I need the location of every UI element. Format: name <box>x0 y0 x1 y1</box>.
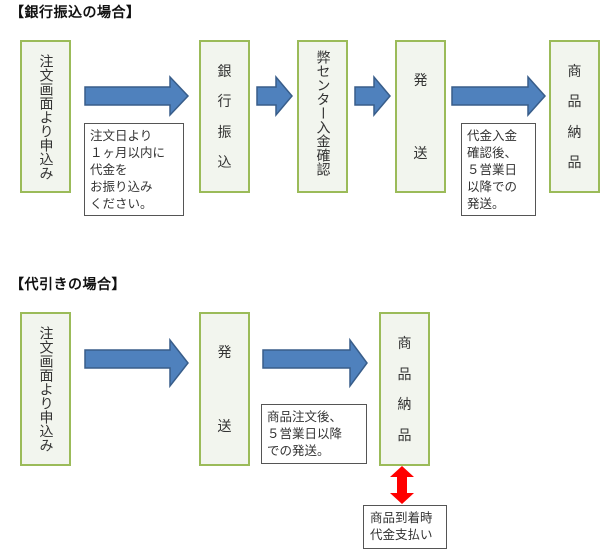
note-payment-deadline: 注文日より １ヶ月以内に 代金を お振り込み ください。 <box>84 123 184 216</box>
step-char: 振 <box>217 124 232 141</box>
note-shipping-after-order: 商品注文後、 ５営業日以降 での発送。 <box>261 404 367 464</box>
note-shipping-after-payment: 代金入金 確認後、 ５営業日 以降での 発送。 <box>461 123 536 216</box>
step-shipping: 発 送 <box>199 312 250 466</box>
section-title-cash-on-delivery: 【代引きの場合】 <box>10 277 126 293</box>
step-order-application: 注文画面より申込み <box>20 312 71 466</box>
arrow-right-icon <box>256 74 293 118</box>
step-char: 商 <box>567 64 582 81</box>
step-char: 発 <box>217 345 232 361</box>
step-delivery: 商 品 納 品 <box>379 312 430 466</box>
section-title-bank-transfer: 【銀行振込の場合】 <box>10 5 141 21</box>
step-delivery: 商 品 納 品 <box>549 40 600 193</box>
step-label: 弊センター入金確認 <box>314 50 331 176</box>
arrow-right-icon <box>262 337 368 389</box>
arrow-right-icon <box>84 75 190 117</box>
arrow-right-icon <box>354 74 391 118</box>
double-arrow-icon <box>390 466 414 504</box>
step-char: 商 <box>397 336 412 353</box>
arrow-right-icon <box>84 337 189 389</box>
step-char: 発 <box>413 73 428 89</box>
step-char: 納 <box>567 124 582 141</box>
step-char: 込 <box>217 154 232 171</box>
step-char: 納 <box>397 397 412 414</box>
step-shipping: 発 送 <box>395 40 446 193</box>
step-char: 送 <box>217 419 232 435</box>
step-label: 注文画面より申込み <box>37 53 54 180</box>
step-char: 品 <box>567 154 582 171</box>
step-char: 行 <box>217 94 232 111</box>
step-char: 送 <box>413 146 428 162</box>
step-bank-transfer: 銀 行 振 込 <box>199 40 250 193</box>
step-char: 品 <box>567 94 582 111</box>
step-char: 品 <box>397 366 412 383</box>
step-order-application: 注文画面より申込み <box>20 40 71 193</box>
step-payment-confirmation: 弊センター入金確認 <box>297 40 348 193</box>
step-char: 銀 <box>217 64 232 81</box>
arrow-right-icon <box>451 75 547 117</box>
note-payment-on-arrival: 商品到着時 代金支払い <box>363 505 447 549</box>
step-label: 注文画面より申込み <box>37 326 54 452</box>
step-char: 品 <box>397 427 412 444</box>
